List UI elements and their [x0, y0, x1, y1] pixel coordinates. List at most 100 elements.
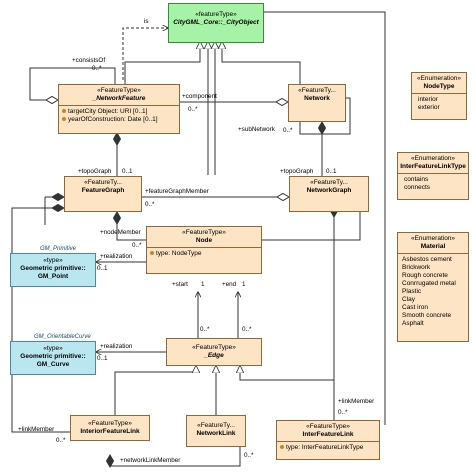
stereotype-label: «Enumeration»: [410, 155, 456, 162]
class-interiorfeaturelink[interactable]: «FeatureType» InteriorFeatureLink: [70, 415, 150, 441]
multiplicity-label: 0..*: [145, 201, 155, 208]
multiplicity-label: 0..*: [283, 127, 293, 134]
role-label: +linkMember: [18, 426, 55, 433]
class-network[interactable]: «FeatureTy... Network: [288, 84, 346, 122]
stereotype-label: «FeatureType»: [88, 420, 132, 427]
class-name: _Edge: [204, 352, 224, 359]
role-label: +end: [222, 281, 237, 288]
class-name: InteriorFeatureLink: [80, 428, 140, 435]
stereotype-label: «FeatureType»: [192, 344, 236, 351]
enum-literal: connects: [404, 184, 431, 191]
multiplicity-label: 0..*: [188, 106, 198, 113]
class-edge[interactable]: «FeatureType» _Edge: [166, 338, 262, 366]
class-name-line1: Geometric primitive::: [20, 353, 86, 360]
role-label: is: [144, 18, 149, 25]
stereotype-label: «FeatureType»: [306, 423, 350, 430]
stereotype-label: «FeatureType»: [182, 229, 226, 236]
stereotype-label: «Enumeration»: [410, 235, 456, 242]
attribute-row: targetCity Object: URI [0..1]: [62, 108, 176, 116]
class-cityobject[interactable]: «featureType» CityGML_Core::_CityObject: [168, 3, 264, 43]
class-gm-point[interactable]: «type» Geometric primitive:: GM_Point: [10, 253, 96, 287]
class-interfeaturelink[interactable]: «FeatureType» InterFeatureLink type: Int…: [276, 420, 380, 460]
enum-literal: Asbestos cement: [402, 256, 452, 263]
stereotype-label: «FeatureTy...: [197, 422, 235, 429]
role-label: +topoGraph: [280, 168, 314, 175]
enum-material[interactable]: «Enumeration» Material Asbestos cement B…: [397, 232, 469, 342]
class-name: _NetworkFeature: [92, 95, 146, 102]
multiplicity-label: 0..1: [326, 168, 337, 175]
role-label: +realization: [100, 253, 133, 260]
stereotype-label: «FeatureType»: [97, 87, 141, 94]
enum-literal: Smooth concrete: [402, 312, 452, 319]
class-name: Node: [195, 237, 213, 244]
multiplicity-label: 0..*: [200, 326, 210, 333]
multiplicity-label: 0..*: [56, 437, 66, 444]
multiplicity-label: 0..*: [338, 409, 348, 416]
stereotype-label: «FeatureTy...: [84, 179, 122, 186]
class-name: NetworkGraph: [306, 187, 352, 194]
role-label: +featureGraphMember: [145, 188, 209, 195]
class-name-line2: GM_Curve: [36, 361, 70, 368]
attribute-icon: [150, 251, 154, 256]
role-label: +networkLinkMember: [120, 457, 181, 464]
enum-literal: Conrrugated metal: [402, 280, 456, 287]
class-name: CityGML_Core::_CityObject: [173, 19, 259, 26]
enum-literal: Clay: [402, 296, 416, 303]
enum-literal: Plastic: [402, 288, 422, 295]
role-label: +component: [182, 93, 217, 100]
attribute-icon: [62, 109, 66, 114]
enum-name: NodeType: [423, 83, 455, 90]
class-networkfeature[interactable]: «FeatureType» _NetworkFeature targetCity…: [58, 84, 180, 134]
class-name-line1: Geometric primitive::: [20, 265, 86, 272]
enum-literal: interior: [418, 96, 438, 103]
class-gm-curve[interactable]: «type» Geometric primitive:: GM_Curve: [10, 341, 96, 375]
attribute-icon: [62, 117, 66, 122]
package-label: GM_OrientableCurve: [34, 334, 91, 340]
class-networklink[interactable]: «FeatureTy... NetworkLink: [186, 415, 246, 447]
stereotype-label: «type»: [43, 257, 63, 264]
multiplicity-label: 0..1: [97, 355, 108, 362]
class-networkgraph[interactable]: «FeatureTy... NetworkGraph: [289, 176, 369, 212]
role-label: +topoGraph: [78, 168, 112, 175]
enum-literal: Rough concrete: [402, 272, 448, 279]
attribute-icon: [280, 445, 284, 450]
enum-literal: Cast iron: [402, 304, 429, 311]
role-label: +consistsOf: [72, 57, 106, 64]
enum-name: Material: [420, 243, 446, 250]
multiplicity-label: 0..*: [92, 65, 102, 72]
stereotype-label: «FeatureTy...: [298, 87, 336, 94]
stereotype-label: «featureType»: [195, 11, 237, 18]
multiplicity-label: 0..*: [132, 242, 142, 249]
class-name-line2: GM_Point: [37, 273, 69, 280]
enum-interfeaturelinktype[interactable]: «Enumeration» InterFeatureLinkType conta…: [397, 152, 469, 200]
multiplicity-label: 0..1: [122, 168, 133, 175]
multiplicity-label: 0..1: [97, 265, 108, 272]
role-label: +realization: [100, 343, 133, 350]
package-label: GM_Primitive: [40, 246, 77, 252]
role-label: +linkMember: [338, 398, 375, 405]
class-featuregraph[interactable]: «FeatureTy... FeatureGraph: [64, 176, 142, 212]
enum-name: InterFeatureLinkType: [400, 163, 466, 170]
enum-literal: exterior: [418, 104, 440, 111]
attribute-row: type: NodeType: [150, 250, 258, 258]
class-node[interactable]: «FeatureType» Node type: NodeType: [146, 226, 262, 274]
attribute-row: yearOfConstruction: Date [0..1]: [62, 116, 176, 124]
stereotype-label: «Enumeration»: [416, 75, 462, 82]
role-label: +nodeMember: [100, 229, 141, 236]
class-name: FeatureGraph: [81, 187, 125, 194]
multiplicity-label: 1: [242, 281, 246, 288]
class-name: NetworkLink: [196, 430, 236, 437]
stereotype-label: «FeatureTy...: [310, 179, 348, 186]
role-label: +start: [172, 281, 188, 288]
class-name: Network: [304, 95, 330, 102]
role-label: +subNetwork: [238, 126, 275, 133]
multiplicity-label: 0..*: [244, 452, 254, 459]
enum-nodetype[interactable]: «Enumeration» NodeType interior exterior: [411, 72, 467, 120]
stereotype-label: «type»: [43, 345, 63, 352]
multiplicity-label: 1: [201, 281, 205, 288]
enum-literal: Asphalt: [402, 320, 424, 327]
multiplicity-label: 0..*: [242, 326, 252, 333]
class-name: InterFeatureLink: [302, 431, 354, 438]
enum-literal: contains: [404, 176, 429, 183]
